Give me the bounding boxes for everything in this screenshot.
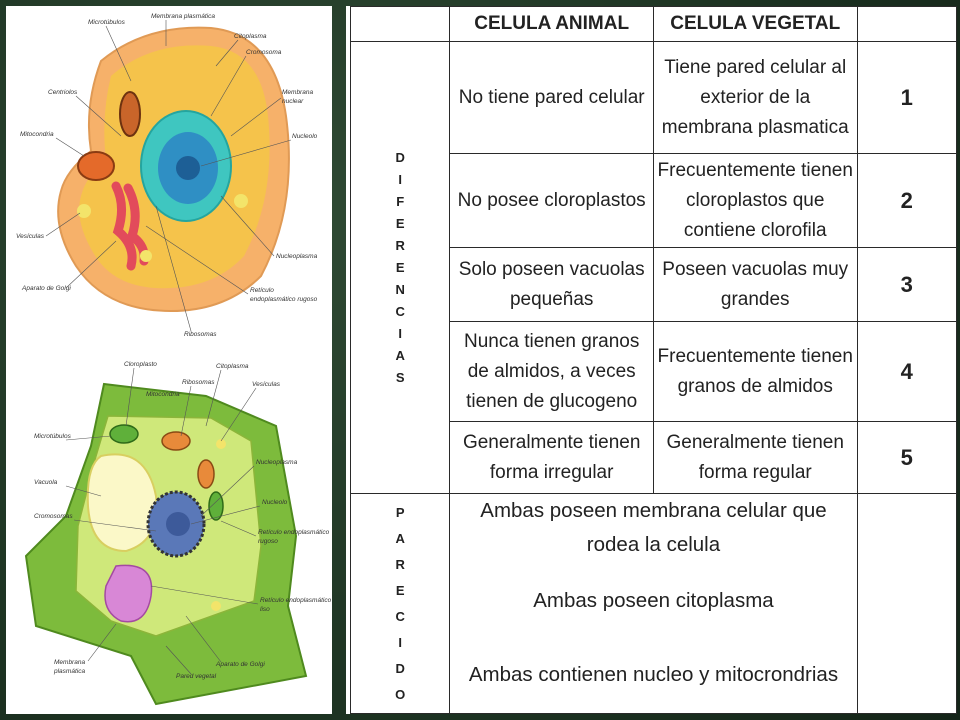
animal-label-mitocondria: Mitocondria bbox=[20, 131, 54, 138]
header-vegetal: CELULA VEGETAL bbox=[652, 6, 858, 42]
animal-label-membrana-nuclear: Membrana bbox=[282, 89, 313, 96]
animal-label-membrana-nuclear-2: nuclear bbox=[282, 98, 304, 105]
plant-label-golgi: Aparato de Golgi bbox=[215, 661, 265, 668]
row2-animal: No posee cloroplastos bbox=[449, 153, 654, 248]
animal-label-membrana: Membrana plasmática bbox=[151, 13, 215, 20]
similarity-2: Ambas poseen citoplasma bbox=[533, 589, 774, 612]
cell-diagrams-panel: Microtúbulos Membrana plasmática Citopla… bbox=[6, 6, 332, 714]
row3-number: 3 bbox=[856, 247, 958, 322]
animal-label-reticulo-2: endoplasmático rugoso bbox=[250, 296, 318, 303]
animal-label-centriolos: Centriolos bbox=[48, 89, 78, 96]
similarity-1a: Ambas poseen membrana celular que bbox=[480, 499, 827, 522]
plant-cell-diagram: Cloroplasto Citoplasma Ribosomas Vesícul… bbox=[24, 361, 332, 706]
plant-label-vacuola: Vacuola bbox=[34, 479, 58, 486]
plant-label-cloroplasto: Cloroplasto bbox=[124, 361, 157, 368]
plant-label-microtubulos: Microtúbulos bbox=[34, 433, 72, 440]
animal-label-microtubulos: Microtúbulos bbox=[88, 19, 126, 26]
animal-label-citoplasma: Citoplasma bbox=[234, 33, 267, 40]
plant-label-nucleoplasma: Nucleoplasma bbox=[256, 459, 298, 466]
plant-label-ribosomas: Ribosomas bbox=[182, 379, 215, 386]
plant-label-reticulo-liso-2: liso bbox=[260, 606, 270, 613]
animal-label-ribosomas: Ribosomas bbox=[184, 331, 217, 338]
plant-label-vesiculas: Vesículas bbox=[252, 381, 281, 388]
plant-label-mitocondria: Mitocondria bbox=[146, 391, 180, 398]
plant-label-cromosomas: Cromosomas bbox=[34, 513, 73, 520]
animal-cell-diagram: Microtúbulos Membrana plasmática Citopla… bbox=[16, 13, 318, 338]
header-animal: CELULA ANIMAL bbox=[449, 6, 654, 42]
similarities-empty-right bbox=[856, 493, 958, 714]
plant-label-reticulo-rugoso: Retículo endoplasmático bbox=[258, 529, 330, 536]
similarity-3: Ambas contienen nucleo y mitocrondrias bbox=[468, 663, 839, 686]
plant-label-reticulo-rugoso-2: rugoso bbox=[258, 538, 278, 545]
animal-label-nucleolo: Nucleolo bbox=[292, 133, 318, 140]
animal-label-vesiculas: Vesículas bbox=[16, 233, 45, 240]
animal-label-reticulo: Retículo bbox=[250, 287, 274, 294]
row5-number: 5 bbox=[856, 421, 958, 494]
plant-label-nucleolo: Nucleolo bbox=[262, 499, 288, 506]
row4-number: 4 bbox=[856, 321, 958, 422]
plant-label-reticulo-liso: Retículo endoplasmático bbox=[260, 597, 332, 604]
similarities-cell: Ambas poseen membrana celular que rodea … bbox=[449, 493, 858, 714]
plant-label-membrana-2: plasmática bbox=[53, 668, 85, 675]
row1-animal: No tiene pared celular bbox=[449, 41, 654, 154]
animal-label-cromosoma: Cromosoma bbox=[246, 49, 282, 56]
header-empty-right bbox=[856, 6, 958, 42]
animal-label-golgi: Aparato de Golgi bbox=[21, 285, 71, 292]
animal-label-nucleoplasma: Nucleoplasma bbox=[276, 253, 318, 260]
plant-label-citoplasma: Citoplasma bbox=[216, 363, 249, 370]
plant-label-membrana: Membrana bbox=[54, 659, 85, 666]
row2-number: 2 bbox=[856, 153, 958, 248]
plant-label-pared: Pared vegetal bbox=[176, 673, 217, 680]
row1-number: 1 bbox=[856, 41, 958, 154]
header-empty-left bbox=[349, 6, 451, 42]
similarity-1b: rodea la celula bbox=[586, 533, 721, 556]
